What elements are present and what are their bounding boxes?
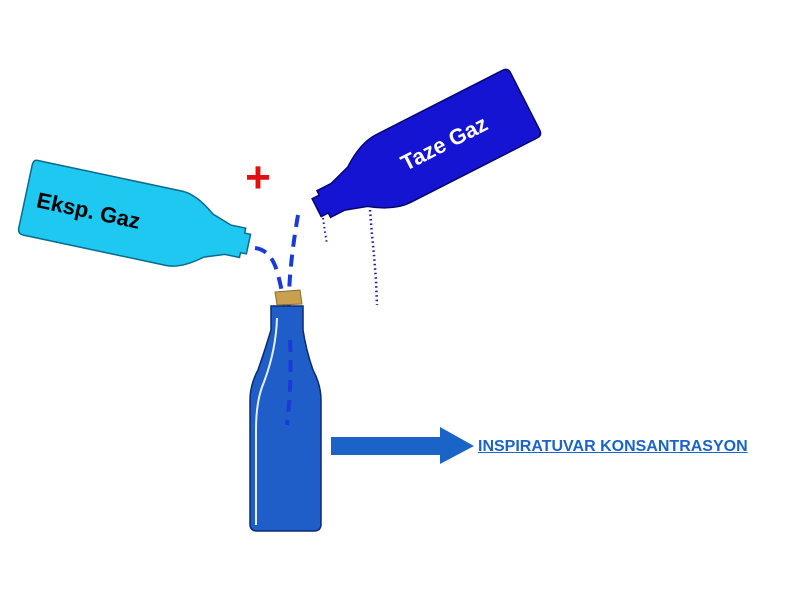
result-arrow [331,427,474,464]
fresh-gas-drip-small [322,217,328,245]
plus-icon: + [245,153,271,202]
stream-inside-bottle [285,339,293,426]
fresh-gas-bottle: Taze Gaz [311,68,542,219]
inspiratory-bottle [249,289,322,532]
inspiratory-concentration-link[interactable]: INSPIRATUVAR KONSANTRASYON [478,438,748,455]
inspiratory-bottle-highlight [255,317,278,525]
fresh-gas-drip [368,209,379,306]
fresh-gas-bottle-body [311,68,542,219]
cork-icon [274,289,303,306]
exp-gas-bottle: Eksp. Gaz [17,159,252,267]
inspiratory-bottle-body [249,305,322,532]
exp-gas-bottle-body [17,159,252,267]
